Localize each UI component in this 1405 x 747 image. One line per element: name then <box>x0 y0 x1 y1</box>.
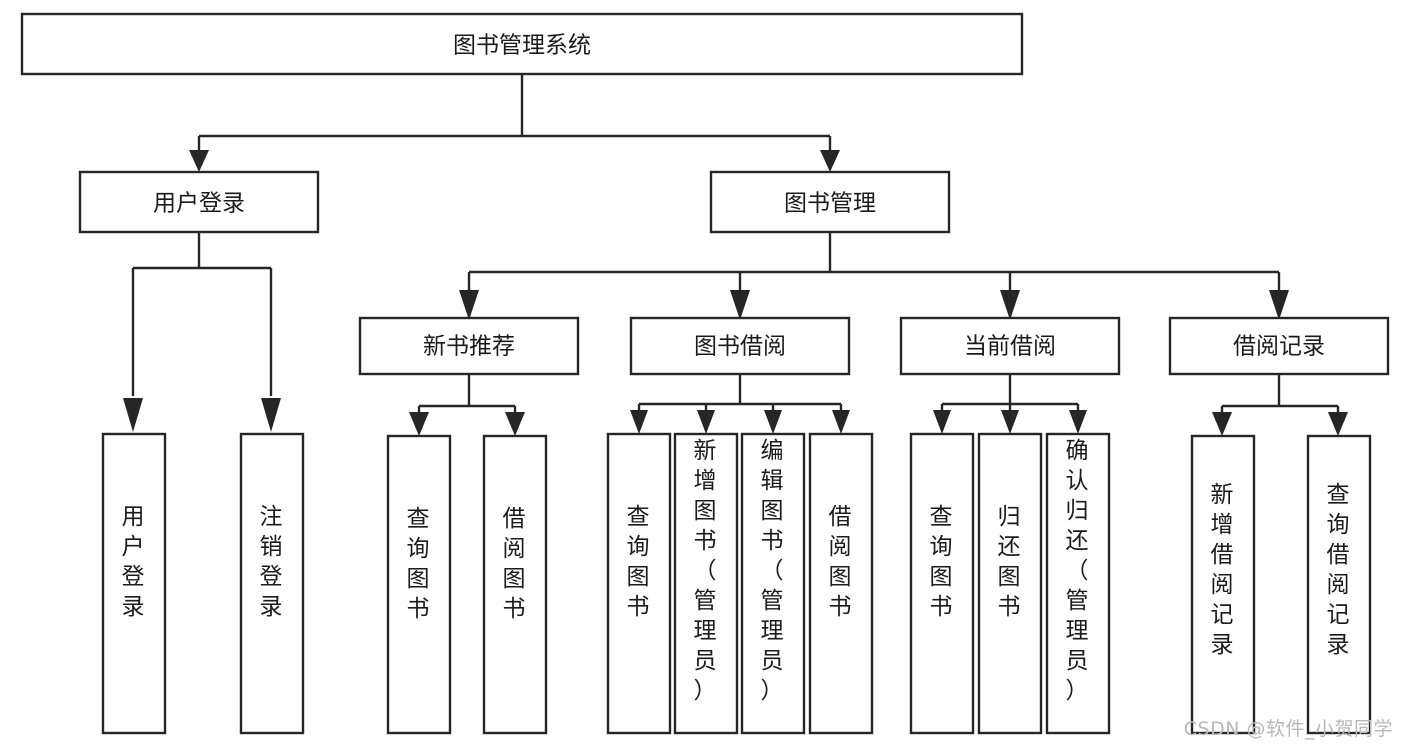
arrowhead-bb-leaf2 <box>697 410 715 434</box>
arrowhead-cb-leaf1 <box>933 410 951 434</box>
node-root-label: 图书管理系统 <box>453 33 591 59</box>
leaf-bb-query-box[interactable] <box>606 432 672 735</box>
leaf-cb-return[interactable]: 归还图书 <box>977 432 1043 735</box>
arrowhead-leaf-logout <box>261 398 281 432</box>
node-borrow-records-label: 借阅记录 <box>1233 334 1325 360</box>
leaf-cb-confirm-return-label: 确认归还（管理员） <box>1066 438 1089 704</box>
csdn-watermark: CSDN @软件_小贺同学 <box>1183 718 1393 740</box>
node-new-book-recommend[interactable]: 新书推荐 <box>358 316 580 376</box>
leaf-bb-edit-box[interactable] <box>740 432 806 735</box>
leaf-bb-edit[interactable]: 编辑图书（管理员） <box>740 432 806 735</box>
leaf-bb-borrow-label: 借阅图书 <box>829 504 852 620</box>
node-user-login-label: 用户登录 <box>153 191 245 217</box>
leaf-logout-label: 注销登录 <box>260 504 283 620</box>
arrowhead-nb-leaf1 <box>409 412 429 436</box>
leaf-br-query[interactable]: 查询借阅记录 <box>1306 434 1372 735</box>
leaf-new-books-borrow[interactable]: 借阅图书 <box>482 434 548 735</box>
node-current-borrow[interactable]: 当前借阅 <box>899 316 1121 376</box>
leaf-logout[interactable]: 注销登录 <box>239 432 305 735</box>
leaf-new-books-borrow-box[interactable] <box>482 434 548 735</box>
leaf-logout-box[interactable] <box>239 432 305 735</box>
node-new-book-recommend-label: 新书推荐 <box>423 334 515 360</box>
leaf-br-add[interactable]: 新增借阅记录 <box>1190 434 1256 735</box>
node-book-management-label: 图书管理 <box>784 191 876 217</box>
arrowhead-book-borrow <box>730 290 750 320</box>
node-user-login-box[interactable] <box>78 170 320 234</box>
leaf-br-query-label: 查询借阅记录 <box>1327 482 1350 658</box>
leaf-cb-query[interactable]: 查询图书 <box>909 432 975 735</box>
arrowhead-current-borrow <box>1000 290 1020 320</box>
arrowhead-nb-leaf2 <box>505 412 525 436</box>
leaf-bb-add-label: 新增图书（管理员） <box>694 438 717 704</box>
leaf-bb-borrow[interactable]: 借阅图书 <box>808 432 874 735</box>
arrowhead-br-leaf2 <box>1328 412 1348 436</box>
node-new-book-recommend-box[interactable] <box>358 316 580 376</box>
leaf-cb-query-label: 查询图书 <box>930 504 953 620</box>
node-root-box[interactable] <box>20 12 1024 76</box>
leaf-cb-query-box[interactable] <box>909 432 975 735</box>
leaf-bb-query-label: 查询图书 <box>627 504 650 620</box>
node-current-borrow-box[interactable] <box>899 316 1121 376</box>
arrowhead-br-leaf1 <box>1212 412 1232 436</box>
leaf-new-books-query-label: 查询图书 <box>407 506 430 622</box>
arrowhead-bb-leaf1 <box>630 410 648 434</box>
node-root[interactable]: 图书管理系统 <box>20 12 1024 76</box>
leaf-cb-return-label: 归还图书 <box>998 504 1021 620</box>
arrowhead-cb-leaf3 <box>1069 410 1087 434</box>
leaf-cb-return-box[interactable] <box>977 432 1043 735</box>
leaf-user-login[interactable]: 用户登录 <box>101 432 167 735</box>
leaf-bb-edit-label: 编辑图书（管理员） <box>761 438 784 704</box>
arrowhead-cb-leaf2 <box>1001 410 1019 434</box>
leaf-user-login-box[interactable] <box>101 432 167 735</box>
leaf-cb-confirm-return-box[interactable] <box>1045 432 1111 735</box>
leaf-br-add-label: 新增借阅记录 <box>1211 482 1234 658</box>
leaf-br-add-box[interactable] <box>1190 434 1256 735</box>
leaf-bb-add-box[interactable] <box>673 432 739 735</box>
arrowhead-borrow-records <box>1269 290 1289 320</box>
leaf-user-login-label: 用户登录 <box>122 504 145 620</box>
node-user-login[interactable]: 用户登录 <box>78 170 320 234</box>
leaf-bb-query[interactable]: 查询图书 <box>606 432 672 735</box>
node-book-borrow-label: 图书借阅 <box>694 334 786 360</box>
leaf-new-books-query-box[interactable] <box>386 434 452 735</box>
leaf-bb-borrow-box[interactable] <box>808 432 874 735</box>
arrowhead-bb-leaf3 <box>764 410 782 434</box>
leaf-new-books-borrow-label: 借阅图书 <box>503 506 526 622</box>
arrowhead-bb-leaf4 <box>832 410 850 434</box>
arrowhead-user-login <box>189 150 209 172</box>
node-book-borrow[interactable]: 图书借阅 <box>629 316 851 376</box>
node-book-management-box[interactable] <box>709 170 951 234</box>
node-current-borrow-label: 当前借阅 <box>964 334 1056 360</box>
connectors <box>123 74 1348 436</box>
node-borrow-records-box[interactable] <box>1168 316 1390 376</box>
arrowhead-leaf-user-login <box>123 398 143 432</box>
leaf-bb-add[interactable]: 新增图书（管理员） <box>673 432 739 735</box>
leaf-br-query-box[interactable] <box>1306 434 1372 735</box>
leaf-new-books-query[interactable]: 查询图书 <box>386 434 452 735</box>
node-book-borrow-box[interactable] <box>629 316 851 376</box>
leaf-cb-confirm-return[interactable]: 确认归还（管理员） <box>1045 432 1111 735</box>
node-book-management[interactable]: 图书管理 <box>709 170 951 234</box>
node-borrow-records[interactable]: 借阅记录 <box>1168 316 1390 376</box>
arrowhead-book-mgmt <box>820 150 840 172</box>
arrowhead-new-books <box>459 290 479 320</box>
